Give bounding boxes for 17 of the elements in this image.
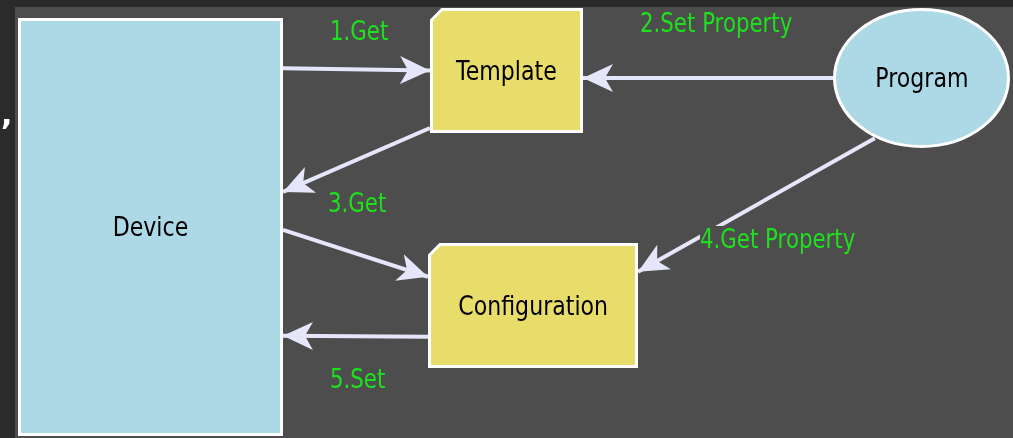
arrow bbox=[282, 228, 429, 281]
node-label: Program bbox=[874, 65, 969, 91]
arrow bbox=[637, 136, 876, 274]
edge-label: 4.Get Property bbox=[700, 226, 856, 252]
ellipse-node bbox=[833, 8, 1010, 148]
edge-label: 2.Set Property bbox=[640, 10, 793, 36]
punctuation-mark: , bbox=[1, 100, 13, 130]
node-label: Configuration bbox=[458, 292, 608, 319]
document-box bbox=[428, 243, 638, 368]
process-box bbox=[18, 18, 283, 436]
arrow bbox=[283, 321, 428, 350]
arrow bbox=[583, 64, 833, 92]
node-label: Template bbox=[456, 57, 557, 84]
arrow bbox=[282, 126, 431, 194]
document-box bbox=[430, 8, 583, 133]
arrow bbox=[282, 56, 431, 84]
node-label: Device bbox=[112, 214, 189, 240]
